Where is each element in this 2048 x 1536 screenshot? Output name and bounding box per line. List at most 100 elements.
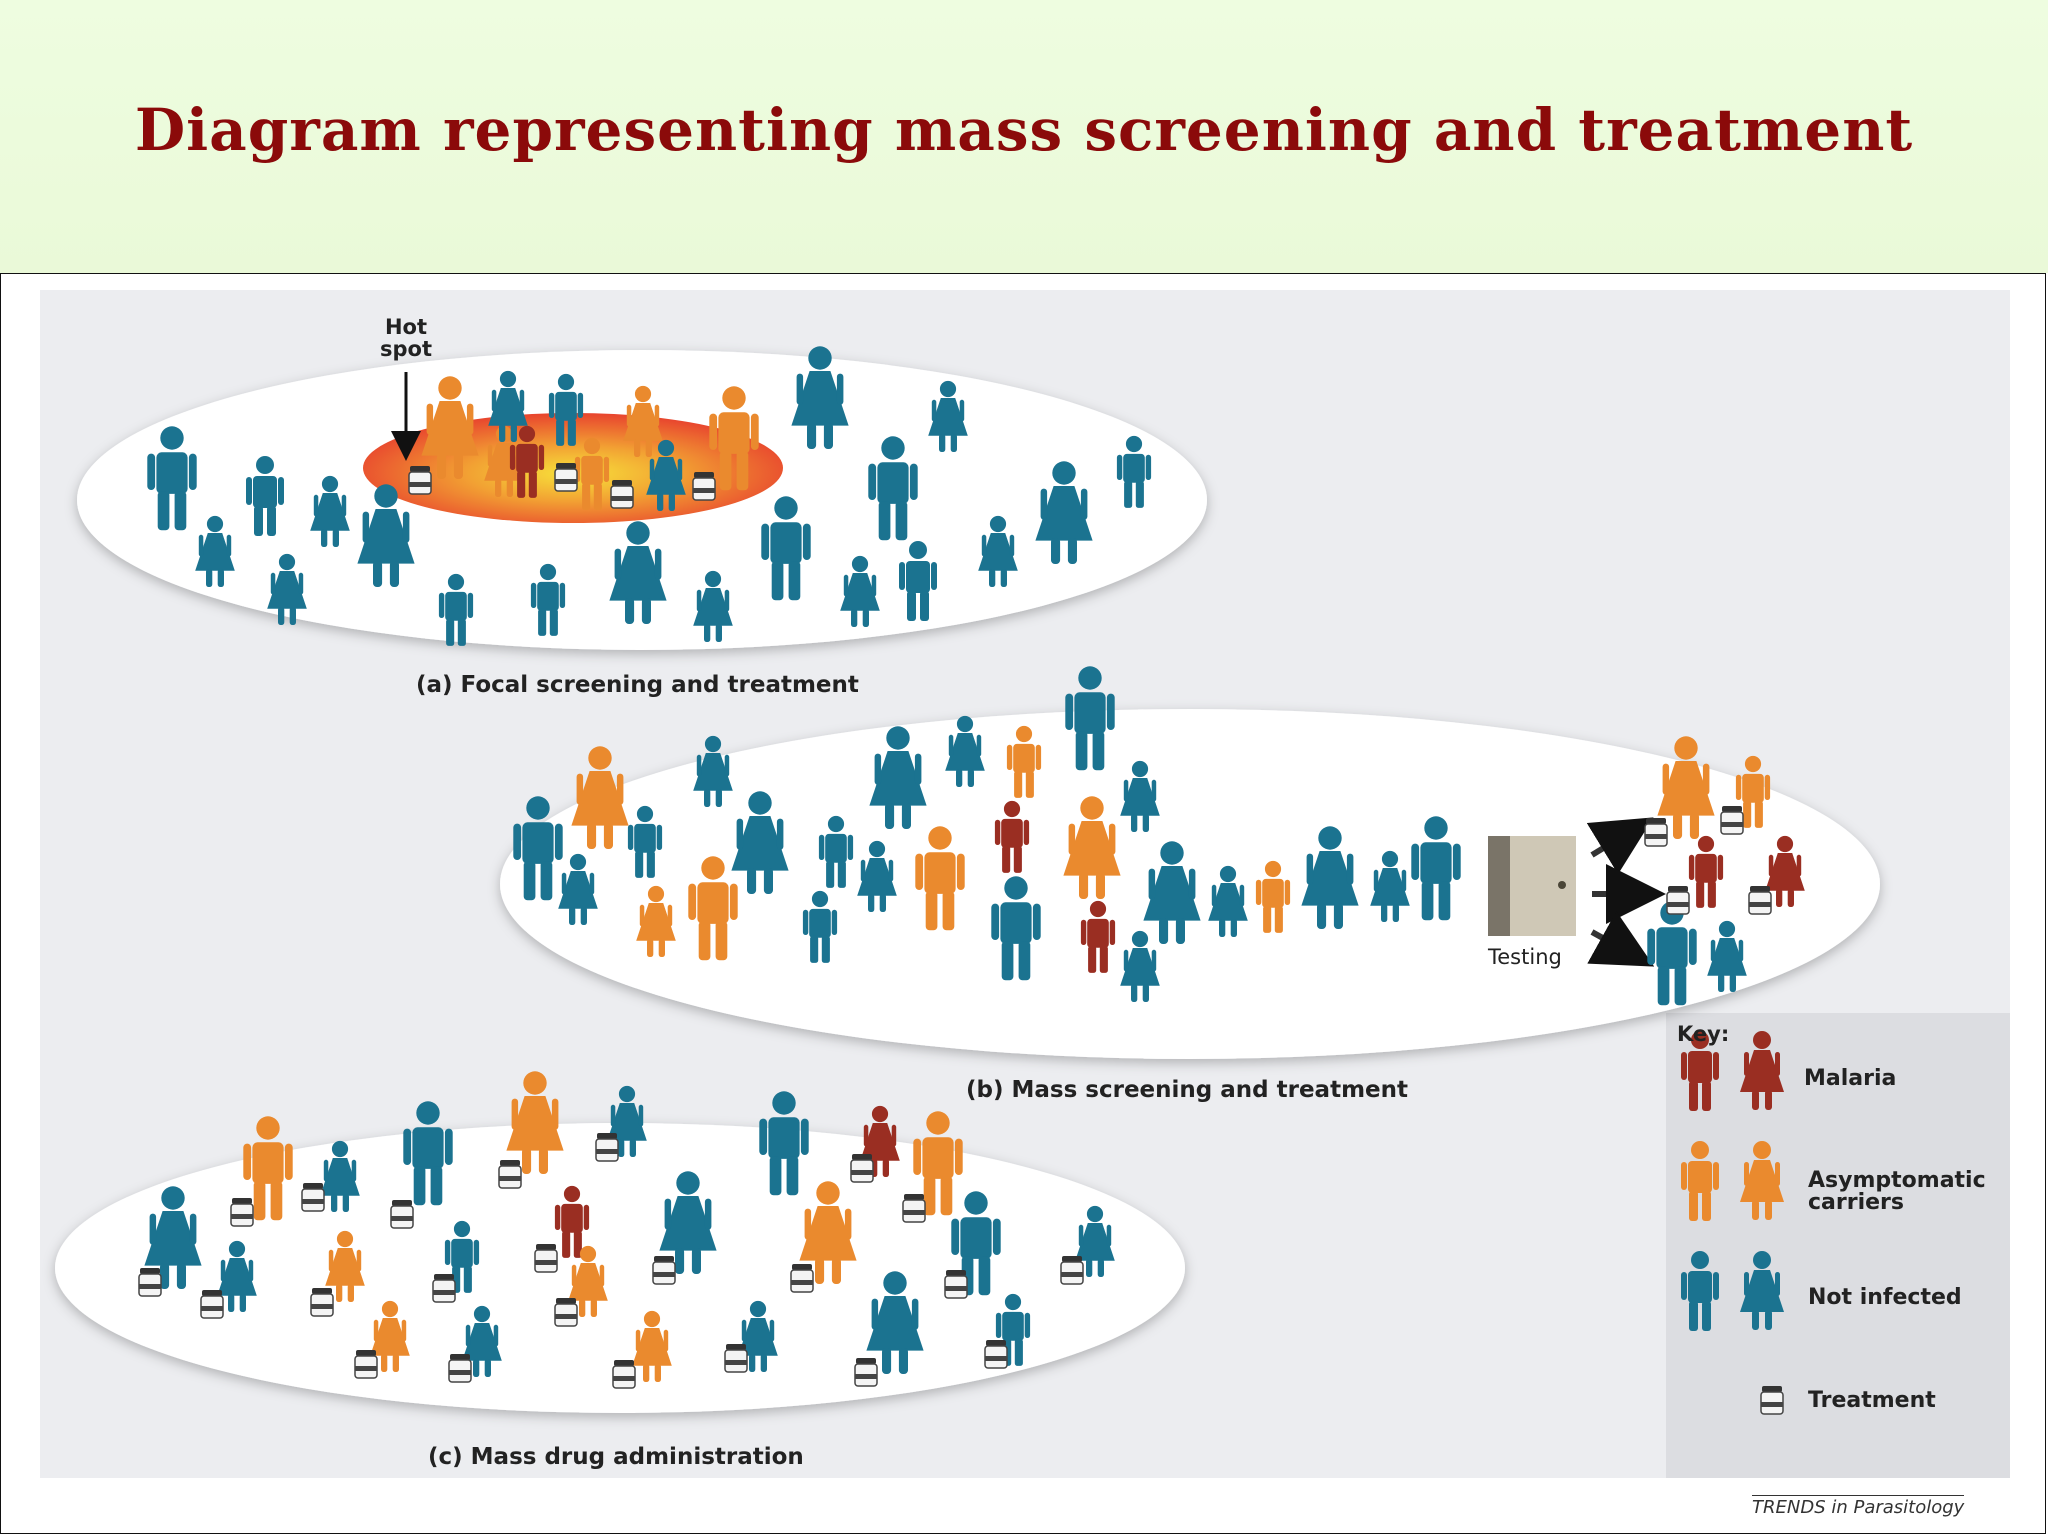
panel-c-person-5 [607,1085,647,1157]
panel-b-person-8 [688,856,738,961]
panel-c-bottle-icon-2 [301,1183,325,1212]
panel-c-person-13 [554,1185,590,1258]
panel-a-bottle-icon-4 [692,472,716,501]
panel-b-person-21 [1080,900,1116,973]
key-label-not-infected: Not infected [1808,1285,1962,1310]
panel-b-person-7 [636,885,676,957]
panel-c-bottle-icon-3 [390,1200,414,1229]
slide-title: Diagram representing mass screening and … [134,96,1914,164]
panel-a-person-13 [899,541,937,621]
panel-a-person-20 [421,376,479,479]
panel-a-person-23 [574,437,610,510]
panel-c-person-8 [913,1111,963,1216]
panel-a-person-2 [246,456,284,536]
key-not-infected-female-icon [1740,1251,1784,1330]
key-box [1666,1013,2010,1478]
panel-b-bottle-icon-2 [1720,806,1744,835]
key-label-malaria: Malaria [1804,1066,1897,1091]
panel-b-person-12 [869,726,927,829]
panel-b-person-1 [513,796,563,901]
panel-a-person-25 [509,425,545,498]
panel-b-person-34 [1707,920,1747,992]
panel-b-person-10 [818,815,854,888]
panel-c-bottle-icon-14 [652,1256,676,1285]
panel-c-person-12 [444,1220,480,1293]
panel-a-person-3 [310,475,350,547]
panel-a-person-16 [1116,435,1152,508]
treatment-layer [138,463,1784,1415]
panel-b-person-6 [731,791,789,894]
testing-arrows [1586,817,1666,967]
panel-c-bottle-icon-5 [595,1133,619,1162]
panel-c-bottle-icon-1 [230,1198,254,1227]
panel-b-person-28 [1411,816,1461,921]
panel-b-person-13 [945,715,985,787]
key-title: Key: [1677,1022,1730,1046]
panel-a-person-21 [709,386,759,491]
panel-c-bottle-icon-20 [612,1360,636,1389]
source-credit: TRENDS in Parasitology [1752,1495,1965,1518]
panel-c-person-14 [659,1171,717,1274]
panel-c-bottle-icon-22 [854,1358,878,1387]
panel-a-person-6 [267,553,307,625]
panel-c-bottle-icon-11 [432,1274,456,1303]
panel-b-person-4 [627,805,663,878]
panel-b-bottle-icon-3 [1666,886,1690,915]
testing-label: Testing [1488,945,1562,969]
panel-a-bottle-icon-1 [408,466,432,495]
testing-door-icon [1488,836,1576,936]
panel-b-person-32 [1765,835,1805,907]
key-label-treatment: Treatment [1808,1388,1936,1413]
panel-c-person-24 [995,1293,1031,1366]
hotspot-label-line2: spot [380,337,432,361]
panel-a-person-5 [195,515,235,587]
panel-c-bottle-icon-16 [944,1270,968,1299]
panel-c-person-21 [632,1310,672,1382]
panel-c-person-10 [217,1240,257,1312]
panel-b-person-2 [558,853,598,925]
panel-c-bottle-icon-9 [200,1290,224,1319]
panel-b-person-14 [915,826,965,931]
panel-c-person-22 [738,1300,778,1372]
caption-c: (c) Mass drug administration [428,1444,804,1470]
panel-c-bottle-icon-19 [448,1354,472,1383]
panel-a-person-27 [548,373,584,446]
panel-c-person-20 [462,1305,502,1377]
panel-c-person-18 [1075,1205,1115,1277]
panel-a-person-18 [791,346,849,449]
panel-a-bottle-icon-3 [610,480,634,509]
panel-b-person-11 [857,840,897,912]
panel-a-person-12 [840,555,880,627]
panel-c-bottle-icon-7 [902,1194,926,1223]
key-treatment-bottle-icon [1760,1386,1784,1415]
panel-c-person-11 [325,1230,365,1302]
panel-b-person-27 [1370,850,1410,922]
key-asymptomatic-male-icon [1681,1141,1719,1221]
panel-b-person-23 [1143,841,1201,944]
panel-b-bottle-icon-4 [1748,886,1772,915]
panel-b-person-17 [1065,666,1115,771]
panel-c-person-4 [506,1071,564,1174]
panel-b-bottle-icon-1 [1644,818,1668,847]
panel-a-person-15 [1035,461,1093,564]
key-malaria-female-icon [1740,1031,1784,1110]
panel-c-bottle-icon-6 [850,1154,874,1183]
panel-c-bottle-icon-12 [534,1244,558,1273]
panel-a-person-8 [530,563,566,636]
panel-b-person-26 [1301,826,1359,929]
panel-a-person-26 [488,370,528,442]
panel-a-person-7 [438,573,474,646]
panel-c-person-23 [866,1271,924,1374]
panel-a-person-4 [357,484,415,587]
people-layer [144,346,1805,1382]
panel-c-person-15 [799,1181,857,1284]
panel-c-bottle-icon-17 [1060,1256,1084,1285]
panel-c-bottle-icon-10 [310,1288,334,1317]
panel-a-person-1 [147,426,197,531]
panel-b-person-25 [1255,860,1291,933]
key-asymptomatic-female-icon [1740,1141,1784,1220]
panel-c-bottle-icon-4 [498,1160,522,1189]
panel-b-person-22 [1120,930,1160,1002]
panel-c-person-19 [370,1300,410,1372]
